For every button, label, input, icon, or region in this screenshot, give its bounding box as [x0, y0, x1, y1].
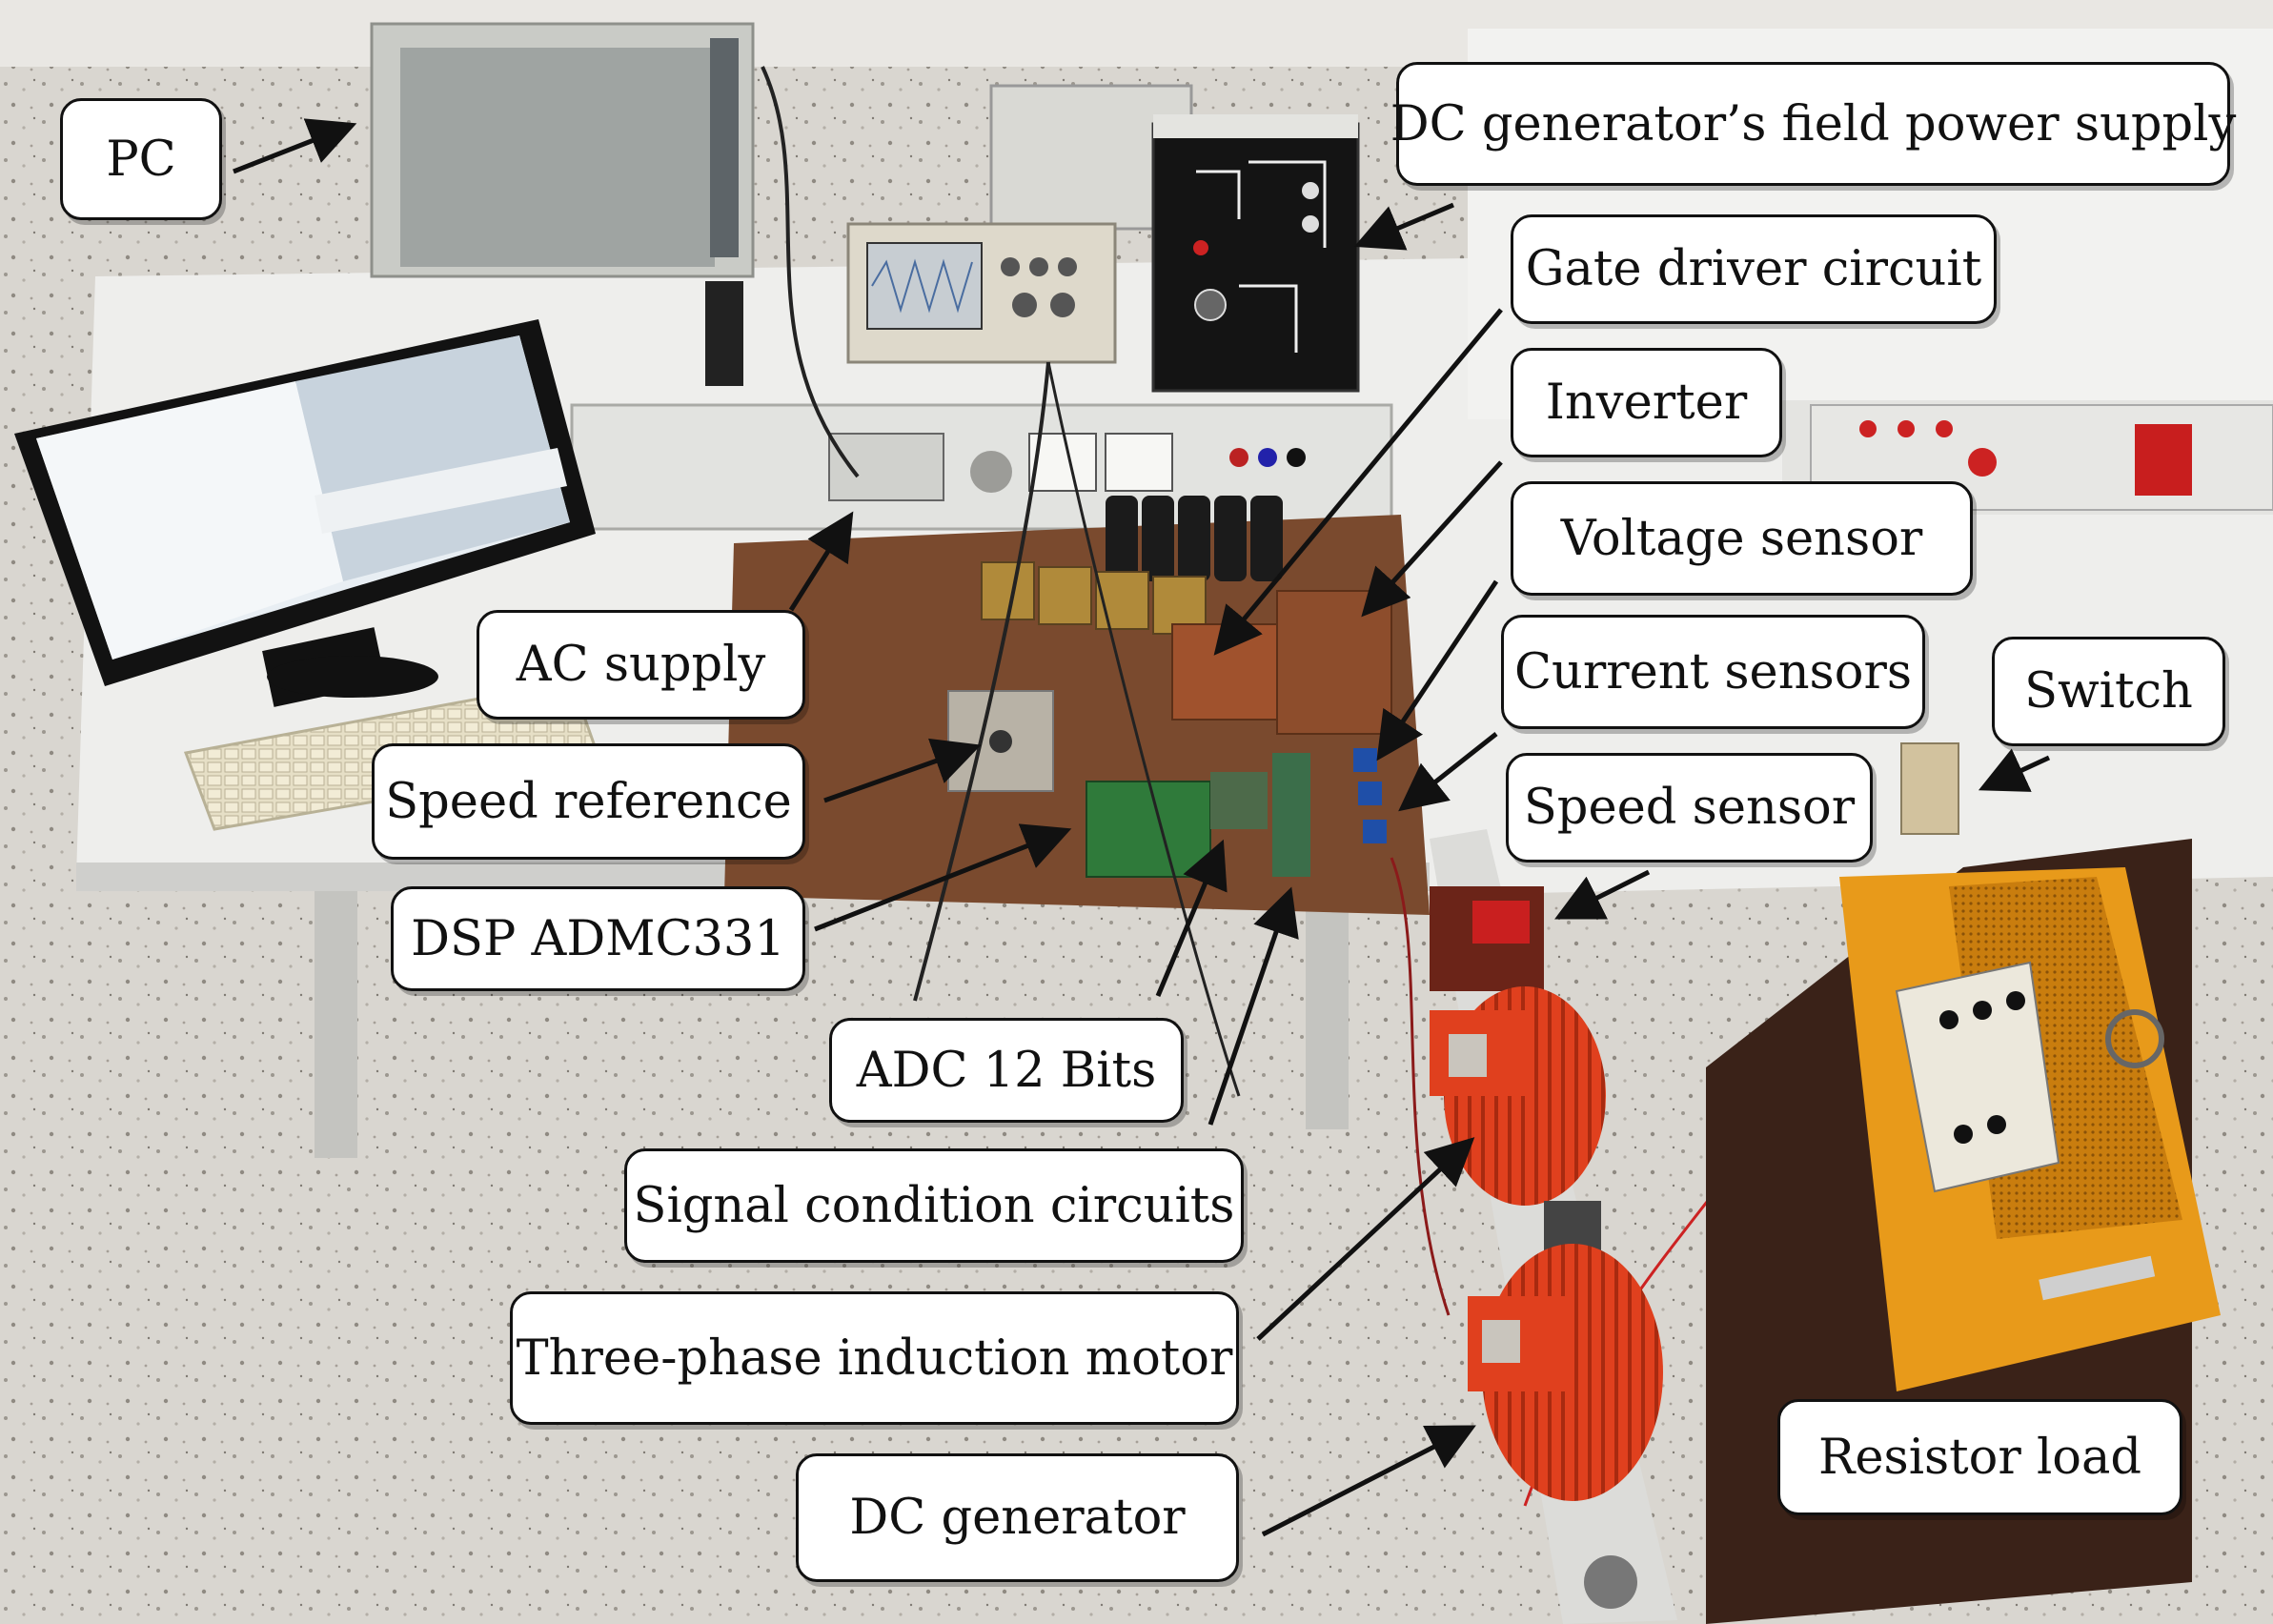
label-resistor-load: Resistor load [1777, 1399, 2182, 1515]
label-speed-reference: Speed reference [372, 743, 805, 860]
label-signal-condition-circuits: Signal condition circuits [624, 1148, 1244, 1263]
label-field-power-supply: DC generator’s field power supply [1390, 62, 2236, 186]
label-current-sensors: Current sensors [1501, 615, 1925, 729]
label-gate-driver-circuit: Gate driver circuit [1511, 214, 1997, 324]
label-voltage-sensor: Voltage sensor [1511, 481, 1973, 596]
label-three-phase-induction-motor: Three-phase induction motor [510, 1291, 1239, 1425]
label-inverter: Inverter [1511, 348, 1782, 457]
label-ac-supply: AC supply [477, 610, 805, 720]
label-dc-generator: DC generator [796, 1453, 1239, 1582]
label-adc-12-bits: ADC 12 Bits [829, 1018, 1184, 1123]
label-switch: Switch [1992, 637, 2225, 746]
label-pc: PC [60, 98, 222, 220]
label-speed-sensor: Speed sensor [1506, 753, 1873, 863]
label-dsp-admc331: DSP ADMC331 [391, 886, 805, 991]
